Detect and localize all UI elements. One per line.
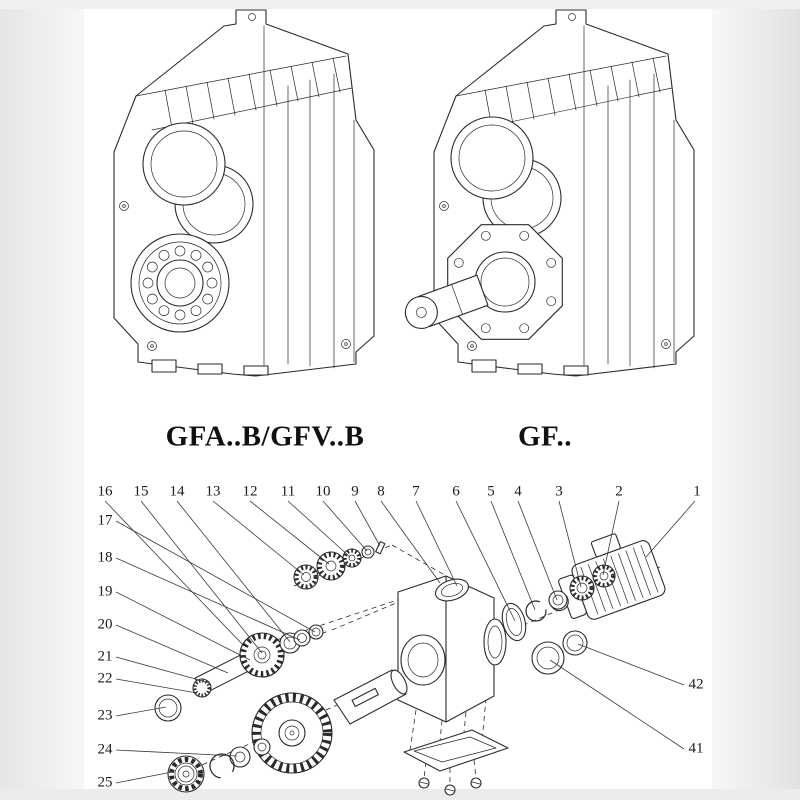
callout-2: 2 [615, 483, 623, 500]
callout-15: 15 [133, 483, 149, 500]
exploded-view-drawing [104, 500, 696, 796]
callout-5: 5 [487, 483, 495, 500]
callout-10: 10 [315, 483, 331, 500]
callout-7: 7 [412, 483, 420, 500]
callout-18: 18 [97, 549, 113, 566]
model-label-gf: GF.. [517, 420, 573, 453]
callout-19: 19 [97, 583, 113, 600]
callout-4: 4 [514, 483, 522, 500]
callout-16: 16 [97, 483, 113, 500]
callout-14: 14 [169, 483, 185, 500]
callout-17: 17 [97, 512, 113, 529]
callout-8: 8 [377, 483, 385, 500]
callout-6: 6 [452, 483, 460, 500]
callout-41: 41 [688, 740, 704, 757]
upper-shaft-parts [293, 541, 386, 590]
cover-plate-parts [403, 729, 509, 796]
figure-gf-drawing [404, 9, 695, 377]
motor-unit [549, 533, 666, 620]
callout-20: 20 [97, 616, 113, 633]
callout-13: 13 [205, 483, 221, 500]
callout-42: 42 [688, 676, 704, 693]
model-label-gfab: GFA..B/GFV..B [165, 420, 365, 453]
housing [397, 575, 507, 723]
callout-25: 25 [97, 774, 113, 791]
figure-gfab-drawing [113, 9, 375, 377]
callout-22: 22 [97, 670, 113, 687]
callout-3: 3 [555, 483, 563, 500]
callout-23: 23 [97, 707, 113, 724]
input-axis-parts [501, 564, 616, 675]
callout-11: 11 [280, 483, 296, 500]
leader-lines [104, 500, 696, 784]
callout-21: 21 [97, 648, 113, 665]
callout-24: 24 [97, 741, 113, 758]
callout-12: 12 [242, 483, 258, 500]
output-gear-parts [167, 669, 408, 793]
callout-9: 9 [351, 483, 359, 500]
callout-1: 1 [693, 483, 701, 500]
intermediate-gear-parts [154, 624, 324, 722]
